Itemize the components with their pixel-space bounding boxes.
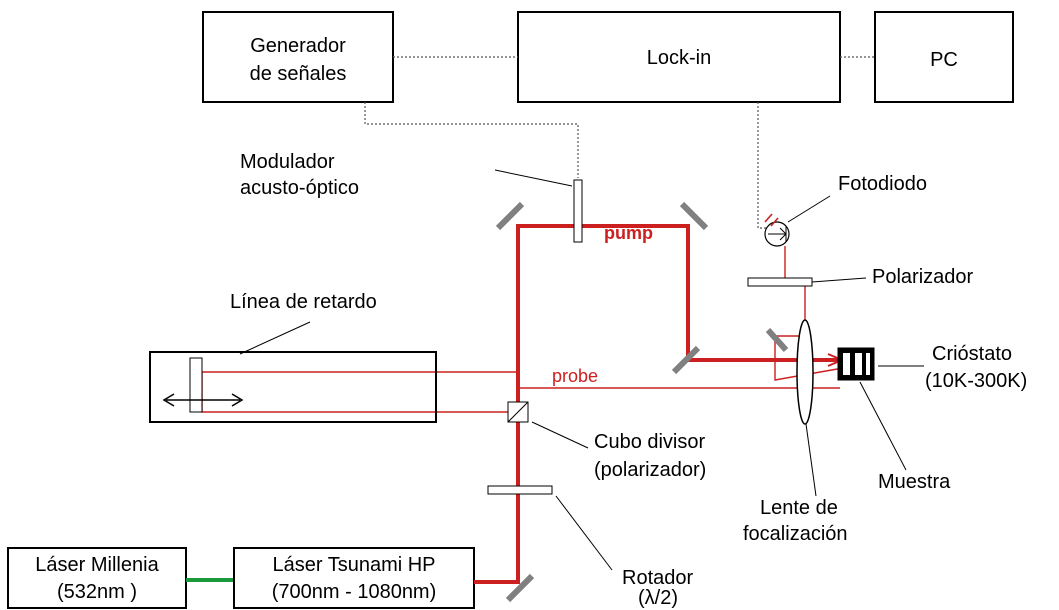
lens-label-2: focalización xyxy=(743,523,848,545)
tsunami-laser-box xyxy=(233,547,475,609)
translation-arrow-heads xyxy=(162,393,244,407)
rotator-label-2: (λ/2) xyxy=(638,587,678,609)
sample-label: Muestra xyxy=(878,471,951,493)
millenia-label-1: Láser Millenia xyxy=(35,554,159,576)
cube-label-2: (polarizador) xyxy=(594,459,706,481)
lock-in-box xyxy=(517,11,841,103)
modulator-label-1: Modulador xyxy=(240,151,335,173)
delay-line-label: Línea de retardo xyxy=(230,291,377,313)
lock-in-label: Lock-in xyxy=(647,47,711,69)
probe-beam-return xyxy=(201,372,518,413)
photodiode-light-arrows xyxy=(764,213,779,227)
signal-generator-label-2: de señales xyxy=(250,63,347,85)
cryostat-window-right xyxy=(866,353,870,375)
probe-beam-main xyxy=(517,387,840,430)
probe-reflection xyxy=(774,336,844,381)
signal-generator-box xyxy=(202,11,394,103)
pc-box xyxy=(874,11,1014,103)
polarizer-plate xyxy=(747,277,813,287)
photodiode-symbol xyxy=(768,226,787,242)
lens-leader xyxy=(805,423,817,497)
tsunami-label-1: Láser Tsunami HP xyxy=(272,554,435,576)
generator-modulator-cable xyxy=(364,102,579,178)
signal-generator-label-1: Generador xyxy=(250,35,346,57)
lens-label-1: Lente de xyxy=(760,497,838,519)
cryostat-window-left xyxy=(843,353,850,375)
modulator-label-2: acusto-óptico xyxy=(240,177,359,199)
mirror-lower xyxy=(671,345,701,375)
millenia-label-2: (532nm ) xyxy=(57,581,137,603)
cube-label-1: Cubo divisor xyxy=(594,431,706,453)
focusing-lens xyxy=(796,319,814,425)
tsunami-label-2: (700nm - 1080nm) xyxy=(272,581,437,603)
pump-beam-label: pump xyxy=(604,223,653,243)
photodiode-label: Fotodiodo xyxy=(838,173,927,195)
lockin-photodiode-cable xyxy=(757,102,768,229)
probe-beam-label: probe xyxy=(552,366,598,386)
photodiode-leader xyxy=(787,195,831,223)
delay-line-leader xyxy=(239,321,311,355)
acousto-optic-modulator xyxy=(573,179,583,243)
polarizer-leader xyxy=(811,277,867,283)
rotator-leader xyxy=(555,495,613,571)
cryostat-label-2: (10K-300K) xyxy=(925,370,1027,392)
cube-leader xyxy=(531,421,589,449)
polarizer-label: Polarizador xyxy=(872,266,974,288)
mirror-top-right xyxy=(679,201,709,231)
mirror-bottom xyxy=(505,573,535,603)
rotator-label-1: Rotador xyxy=(622,567,693,589)
cryostat-label-1: Crióstato xyxy=(932,343,1012,365)
modulator-leader xyxy=(494,169,573,187)
mirror-probe xyxy=(765,327,789,353)
pc-label: PC xyxy=(930,49,958,71)
pump-beam xyxy=(474,224,840,584)
beam-splitter-diagonal xyxy=(507,401,529,423)
cryostat-sample-slot xyxy=(855,353,862,375)
rotator-plate xyxy=(487,485,553,495)
mirror-top-left xyxy=(495,201,525,231)
retro-reflector xyxy=(189,357,203,413)
sample-leader xyxy=(859,381,907,471)
delay-line-box xyxy=(149,351,437,423)
